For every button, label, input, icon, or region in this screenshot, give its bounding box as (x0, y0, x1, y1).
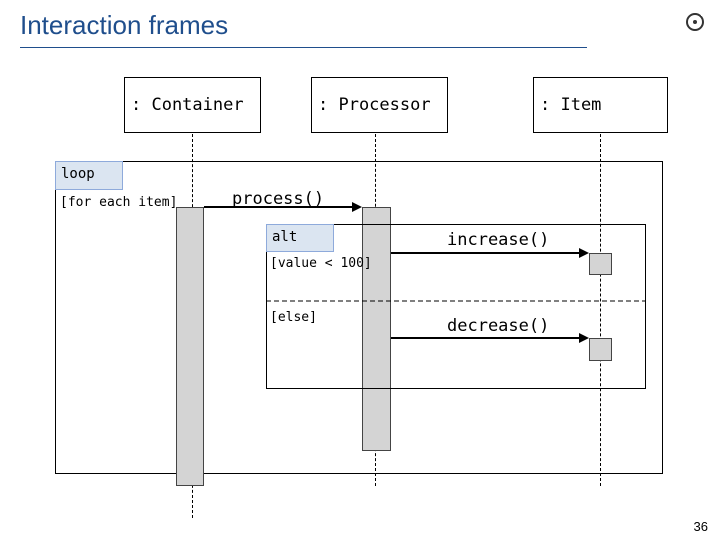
lifeline-processor: : Processor (311, 77, 448, 133)
message-process-label: process() (232, 189, 325, 209)
alt-guard-2: [else] (270, 310, 317, 325)
alt-frame (266, 224, 646, 389)
lifeline-item-line (600, 134, 601, 486)
page-number: 36 (693, 519, 708, 534)
loop-frame (55, 161, 663, 474)
lifeline-item-label: : Item (540, 95, 602, 115)
activation-processor (362, 207, 391, 451)
message-process-arrow (204, 202, 362, 212)
alt-guard-1: [value < 100] (270, 256, 372, 271)
message-increase-arrow (391, 248, 589, 258)
activation-item-decrease (589, 338, 612, 361)
activation-item-increase (589, 253, 612, 275)
logo-icon (686, 11, 706, 31)
message-decrease-label: decrease() (447, 316, 550, 336)
title-underline (20, 47, 587, 48)
activation-container (176, 207, 204, 486)
loop-operator-tag: loop (55, 161, 123, 190)
alt-operator-label: alt (272, 229, 298, 245)
message-increase-label: increase() (447, 230, 550, 250)
message-decrease-arrow (391, 333, 589, 343)
lifeline-container: : Container (124, 77, 261, 133)
alt-operator-tag: alt (266, 224, 334, 252)
lifeline-processor-label: : Processor (318, 95, 431, 115)
lifeline-item: : Item (533, 77, 668, 133)
loop-operator-label: loop (61, 166, 95, 182)
loop-guard: [for each item] (60, 195, 178, 210)
lifeline-container-label: : Container (131, 95, 244, 115)
slide-title: Interaction frames (20, 10, 229, 40)
